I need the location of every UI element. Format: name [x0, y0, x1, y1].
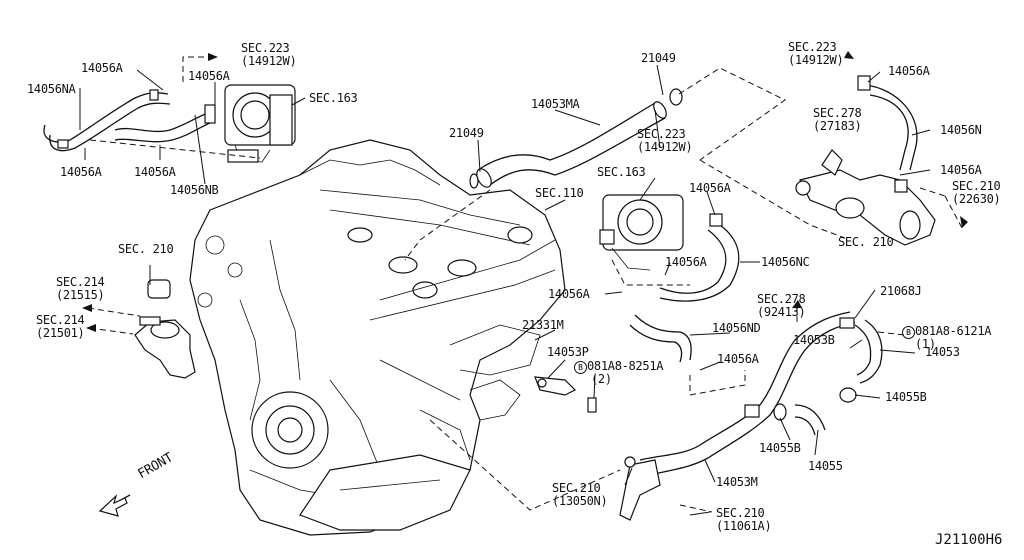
- label-21049-top[interactable]: 21049: [641, 51, 676, 65]
- pipe-14053: [839, 317, 883, 384]
- label-sec210-bottom-right[interactable]: SEC.210(11061A): [716, 506, 772, 533]
- label-sec278-top-right[interactable]: SEC.278(27183): [813, 106, 862, 133]
- diagram-code: J21100H6: [935, 532, 1003, 548]
- label-21049-mid[interactable]: 21049: [449, 126, 484, 140]
- label-sec110[interactable]: SEC.110: [535, 186, 584, 200]
- label-sec223-top-left[interactable]: SEC.223(14912W): [241, 41, 297, 68]
- label-14055b-right[interactable]: 14055B: [885, 390, 927, 404]
- label-sec210-left[interactable]: SEC. 210: [118, 242, 174, 256]
- label-14056a-tr2[interactable]: 14056A: [940, 163, 982, 177]
- label-sec210-bottom-left[interactable]: SEC.210(13050N): [552, 481, 608, 508]
- label-14056a-tr[interactable]: 14056A: [888, 64, 930, 78]
- label-14056n[interactable]: 14056N: [940, 123, 982, 137]
- engine-block: [189, 139, 566, 536]
- label-14056nd[interactable]: 14056ND: [712, 321, 761, 335]
- label-sec278-right[interactable]: SEC.278(92413): [757, 292, 806, 319]
- water-outlet-sec210: [795, 149, 936, 246]
- throttle-body-top: [224, 84, 296, 163]
- water-pipe-14053m: [619, 311, 856, 521]
- label-sec223-top-right[interactable]: SEC.223(14912W): [788, 40, 844, 67]
- label-sec223-mid[interactable]: SEC.223(14912W): [637, 127, 693, 154]
- label-14053p[interactable]: 14053P: [547, 345, 589, 359]
- hose-14056nc: [659, 213, 740, 302]
- label-14053ma[interactable]: 14053MA: [531, 97, 580, 111]
- front-arrow-icon: [98, 494, 131, 517]
- hose-14056n: [857, 75, 918, 171]
- label-bolt-6121a[interactable]: 081A8-6121A(1): [915, 324, 992, 351]
- hose-14056na: [43, 89, 171, 152]
- label-14056nc[interactable]: 14056NC: [761, 255, 810, 269]
- label-14056a-tl2[interactable]: 14056A: [188, 69, 230, 83]
- label-14056a-tl[interactable]: 14056A: [81, 61, 123, 75]
- label-14055b[interactable]: 14055B: [759, 441, 801, 455]
- thermostat-housing: [134, 279, 196, 379]
- label-sec210-mid-right[interactable]: SEC. 210: [838, 235, 894, 249]
- label-14056nb[interactable]: 14056NB: [170, 183, 219, 197]
- label-14053m[interactable]: 14053M: [716, 475, 758, 489]
- label-sec163-top-left[interactable]: SEC.163: [309, 91, 358, 105]
- throttle-body-mid: [599, 194, 684, 271]
- label-14053[interactable]: 14053: [925, 345, 960, 359]
- label-sec214-b[interactable]: SEC.214(21501): [36, 313, 85, 340]
- label-21331m[interactable]: 21331M: [522, 318, 564, 332]
- label-14056a-low[interactable]: 14056A: [717, 352, 759, 366]
- label-sec214-a[interactable]: SEC.214(21515): [56, 275, 105, 302]
- label-14056a-mid2[interactable]: 14056A: [665, 255, 707, 269]
- water-pipe-14053ma: [469, 88, 683, 189]
- label-sec163-mid[interactable]: SEC.163: [597, 165, 646, 179]
- hose-14055: [773, 387, 857, 436]
- label-bolt-8251a[interactable]: 081A8-8251A(2): [587, 359, 664, 386]
- circled-b-icon: B: [574, 361, 587, 374]
- label-14056a-bl1[interactable]: 14056A: [60, 165, 102, 179]
- label-14056na[interactable]: 14056NA: [27, 82, 76, 96]
- label-14056a-mid3[interactable]: 14056A: [548, 287, 590, 301]
- part-14053p: [534, 376, 597, 413]
- label-sec210-top-right[interactable]: SEC.210(22630): [952, 179, 1001, 206]
- label-14053b[interactable]: 14053B: [793, 333, 835, 347]
- label-14056a-bl2[interactable]: 14056A: [134, 165, 176, 179]
- circled-b-icon: B: [902, 326, 915, 339]
- label-14055[interactable]: 14055: [808, 459, 843, 473]
- label-21068j[interactable]: 21068J: [880, 284, 922, 298]
- hose-14056nb: [114, 104, 216, 143]
- hose-14056nd: [629, 314, 692, 363]
- label-14056a-mid[interactable]: 14056A: [689, 181, 731, 195]
